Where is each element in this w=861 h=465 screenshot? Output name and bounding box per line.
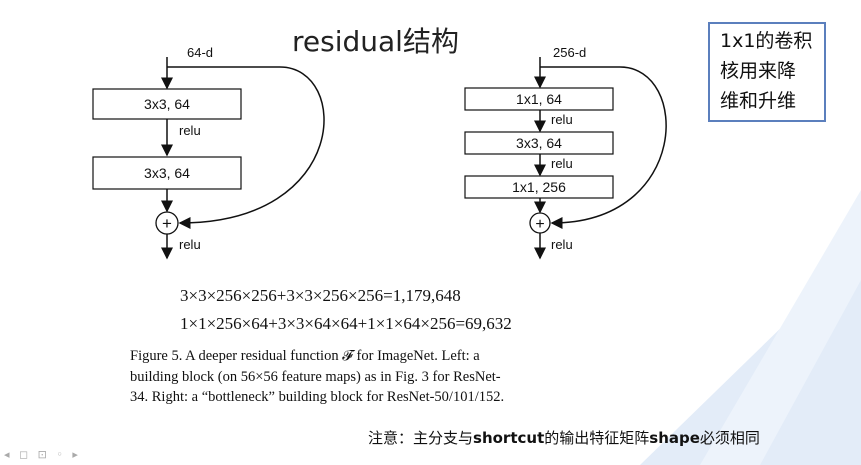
note-line-2: 核用来降 <box>720 60 797 82</box>
right-relu-label-1: relu <box>551 112 573 127</box>
bottom-note-shape: shape <box>649 429 700 447</box>
bottom-note-shortcut: shortcut <box>473 429 545 447</box>
left-relu-label-1: relu <box>179 123 201 138</box>
right-block-diagram: 256-d 1x1, 64 relu 3x3, 64 relu 1x1, 256… <box>464 45 667 260</box>
note-line-1: 1x1的卷积 <box>720 30 813 52</box>
figure-caption: Figure 5. A deeper residual function 𝓕 f… <box>130 346 600 408</box>
left-layer-box-2 <box>92 156 242 190</box>
right-layer-box-3 <box>464 175 614 199</box>
left-input-label: 64-d <box>187 45 213 60</box>
bottom-note-prefix: 注意：主分支与 <box>368 429 474 447</box>
bottom-note: 注意：主分支与shortcut的输出特征矩阵shape必须相同 <box>368 427 760 448</box>
left-layer-box-1 <box>92 88 242 120</box>
formula-1: 3×3×256×256+3×3×256×256=1,179,648 <box>180 286 461 305</box>
note-line-3: 维和升维 <box>720 90 797 112</box>
left-add-symbol: + <box>162 214 172 233</box>
left-relu-label-2: relu <box>179 237 201 252</box>
slide-title: residual结构 <box>292 25 459 58</box>
caption-line-1: Figure 5. A deeper residual function 𝓕 f… <box>130 348 480 364</box>
right-layer-label-2: 3x3, 64 <box>516 135 562 151</box>
caption-line-3: 34. Right: a “bottleneck” building block… <box>130 389 505 405</box>
note-box: 1x1的卷积 核用来降 维和升维 <box>708 22 826 122</box>
right-shortcut-arrow <box>540 66 667 229</box>
caption-line-2: building block (on 56×56 feature maps) a… <box>130 368 501 385</box>
left-layer-label-2: 3x3, 64 <box>144 165 190 181</box>
left-block-diagram: 64-d 3x3, 64 relu 3x3, 64 + relu <box>92 45 325 260</box>
right-add-symbol: + <box>535 216 544 233</box>
presentation-toolbar-icons[interactable]: ◂ ◻ ⊡ ◦ ▸ <box>4 448 81 461</box>
right-input-label: 256-d <box>553 45 586 60</box>
right-layer-box-1 <box>464 87 614 111</box>
right-layer-box-2 <box>464 131 614 155</box>
right-layer-label-3: 1x1, 256 <box>512 179 566 195</box>
right-relu-label-2: relu <box>551 156 573 171</box>
left-shortcut-arrow <box>167 66 325 229</box>
left-layer-label-1: 3x3, 64 <box>144 96 190 112</box>
bottom-note-middle: 的输出特征矩阵 <box>544 429 650 447</box>
formula-2: 1×1×256×64+3×3×64×64+1×1×64×256=69,632 <box>180 314 512 333</box>
bottom-note-suffix: 必须相同 <box>699 429 760 447</box>
right-relu-label-3: relu <box>551 237 573 252</box>
right-layer-label-1: 1x1, 64 <box>516 91 562 107</box>
